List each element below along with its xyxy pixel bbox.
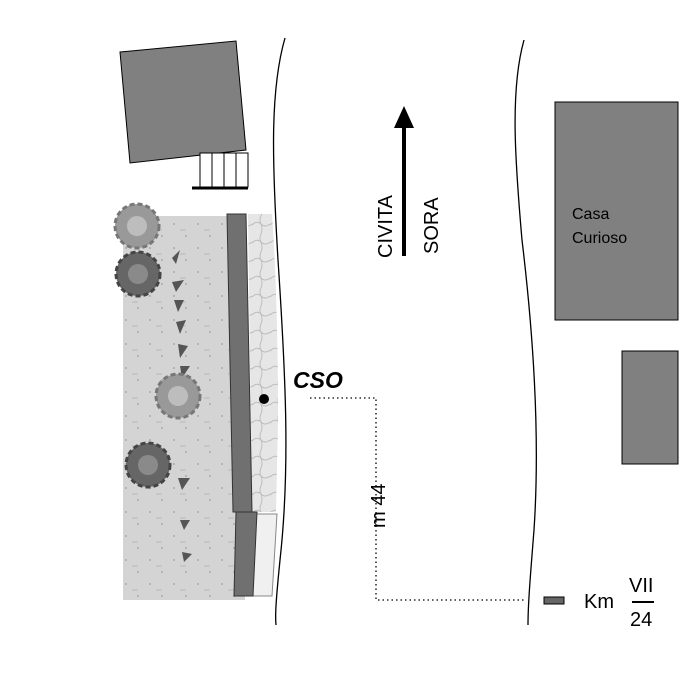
tree-1 <box>113 202 161 250</box>
km-numerator: VII <box>629 575 653 597</box>
building-southeast <box>621 350 679 465</box>
building-northwest <box>119 40 247 164</box>
tree-2 <box>114 250 162 298</box>
direction-arrow <box>394 106 414 256</box>
distance-label: m 44 <box>368 484 390 528</box>
km-marker-symbol <box>543 596 565 605</box>
house-label-line2: Curioso <box>572 230 627 247</box>
tree-4 <box>124 441 172 489</box>
km-denominator: 24 <box>630 609 652 631</box>
curb-lower <box>233 511 258 597</box>
road-edge-east <box>514 39 538 626</box>
road-edge-west <box>272 37 287 626</box>
distance-guide <box>310 397 526 601</box>
direction-label-sora: SORA <box>421 197 443 254</box>
building-casa-curioso <box>554 101 679 321</box>
tree-3 <box>154 372 202 420</box>
house-label-line1: Casa <box>572 206 609 223</box>
cobbled-sidewalk <box>248 214 278 512</box>
direction-label-civita: CIVITA <box>375 194 397 258</box>
building-stairs <box>192 152 249 190</box>
station-label: CSO <box>293 367 343 393</box>
km-prefix: Km <box>584 591 614 613</box>
station-marker <box>259 394 269 404</box>
